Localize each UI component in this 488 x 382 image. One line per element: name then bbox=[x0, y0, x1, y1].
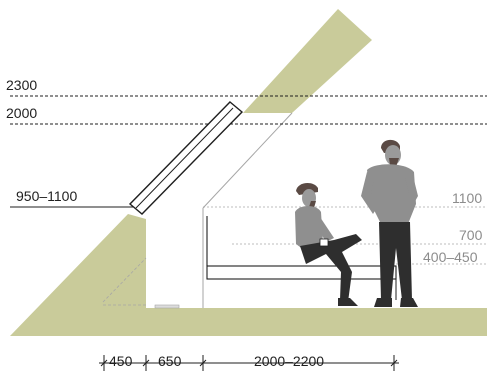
construction-lines bbox=[102, 112, 293, 309]
label-650: 650 bbox=[158, 353, 182, 369]
standing-man-icon bbox=[361, 139, 418, 307]
floor-vent bbox=[154, 304, 180, 309]
bench-seat bbox=[206, 265, 397, 280]
label-2300: 2300 bbox=[6, 77, 37, 93]
standing-man-left-shoe bbox=[374, 298, 392, 307]
cup-body bbox=[319, 238, 329, 247]
bottom-slash-1 bbox=[100, 359, 108, 367]
sitting-man-torso bbox=[295, 206, 323, 250]
sitting-man-arm bbox=[314, 214, 334, 242]
roof-structure bbox=[10, 9, 487, 336]
sloped-ceiling-line bbox=[202, 112, 293, 209]
bottom-slash-3 bbox=[199, 359, 207, 367]
label-2000: 2000 bbox=[6, 105, 37, 121]
label-450: 450 bbox=[109, 353, 133, 369]
standing-man-right-arm bbox=[403, 172, 418, 214]
bottom-dimension bbox=[99, 355, 399, 371]
cup-icon bbox=[319, 238, 329, 247]
label-400-450: 400–450 bbox=[423, 249, 478, 265]
roof-lower-and-floor bbox=[10, 214, 487, 336]
bottom-slash-4 bbox=[390, 359, 398, 367]
label-2000-2200: 2000–2200 bbox=[254, 353, 324, 369]
standing-man-left-arm bbox=[361, 172, 378, 214]
roof-window-icon bbox=[128, 101, 244, 215]
lower-dashed-slope bbox=[102, 257, 147, 303]
standing-man-right-shoe bbox=[400, 298, 418, 307]
window-glass-line bbox=[135, 107, 234, 209]
sitting-man-icon bbox=[295, 182, 362, 306]
labels: 2300 2000 950–1100 1100 700 400–450 450 … bbox=[6, 77, 483, 369]
roof-upper bbox=[243, 9, 372, 113]
level-lines bbox=[10, 95, 487, 265]
sitting-man-shoe bbox=[338, 298, 358, 306]
label-700: 700 bbox=[459, 227, 483, 243]
label-950-1100: 950–1100 bbox=[16, 188, 77, 204]
bottom-slash-2 bbox=[142, 359, 150, 367]
standing-man-torso bbox=[367, 164, 416, 224]
sitting-man-legs bbox=[300, 234, 362, 302]
standing-man-legs bbox=[379, 222, 412, 300]
label-1100: 1100 bbox=[452, 190, 482, 206]
